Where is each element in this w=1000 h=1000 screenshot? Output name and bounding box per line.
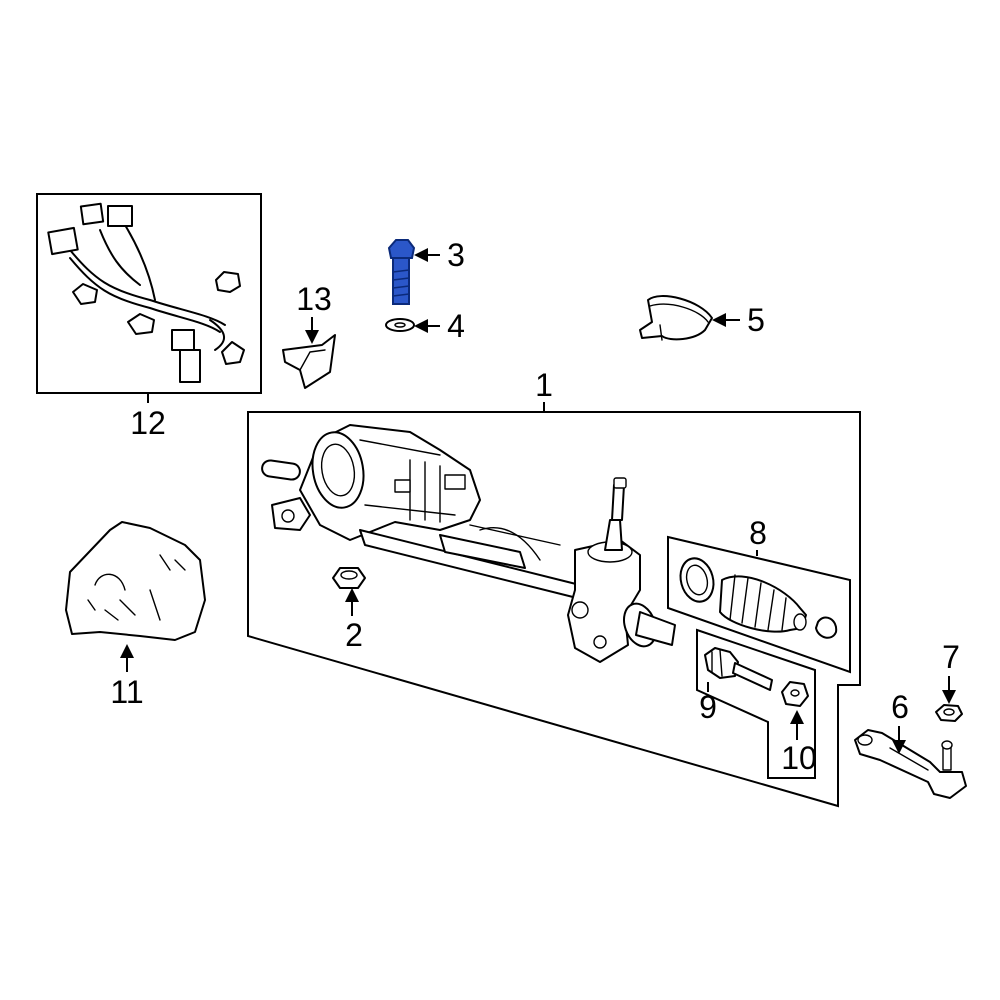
part-8-boot-kit[interactable] [667,535,851,674]
callout-10-label: 10 [781,740,817,776]
callout-6-label: 6 [891,689,909,725]
callout-12-label: 12 [130,405,166,441]
part-2-bushing[interactable] [332,567,366,589]
callout-13-label: 13 [296,281,332,317]
part-6-tie-rod-end[interactable] [854,729,967,799]
callout-7: 7 [942,639,960,704]
callout-5: 5 [712,302,765,338]
part-12-frame [36,193,262,394]
part-7-nut[interactable] [935,704,963,722]
part-8-frame [667,535,851,674]
callout-6: 6 [891,689,909,754]
callout-12: 12 [130,394,166,441]
callout-4: 4 [414,308,465,344]
callout-7-label: 7 [942,639,960,675]
bolt-head [387,239,416,259]
callout-8: 8 [749,515,767,556]
part-3-bolt[interactable] [387,239,416,305]
part-11-heat-shield[interactable] [65,521,206,641]
part-10-nut[interactable] [781,681,809,707]
callout-9-label: 9 [699,689,717,725]
callout-9: 9 [699,682,717,725]
callout-11: 11 [110,644,144,710]
callout-3-label: 3 [447,237,465,273]
part-5-cover[interactable] [639,295,713,341]
callout-13: 13 [296,281,332,344]
callout-2: 2 [345,588,363,653]
part-4-washer[interactable] [385,318,415,332]
bolt-shank [392,257,410,305]
callout-1: 1 [535,367,553,412]
callout-3: 3 [414,237,465,273]
part-1-steering-rack[interactable] [261,424,676,663]
callout-8-label: 8 [749,515,767,551]
callout-1-label: 1 [535,367,553,403]
callout-10: 10 [781,710,817,776]
callout-4-label: 4 [447,308,465,344]
callout-5-label: 5 [747,302,765,338]
part-9-inner-tie-rod[interactable] [704,647,773,691]
part-1-assembly-frame [247,411,861,808]
part-9-10-frame [696,628,816,779]
part-12-wiring-harness[interactable] [36,193,262,394]
callout-11-label: 11 [110,674,143,710]
part-13-bracket[interactable] [282,334,336,389]
callout-2-label: 2 [345,617,363,653]
